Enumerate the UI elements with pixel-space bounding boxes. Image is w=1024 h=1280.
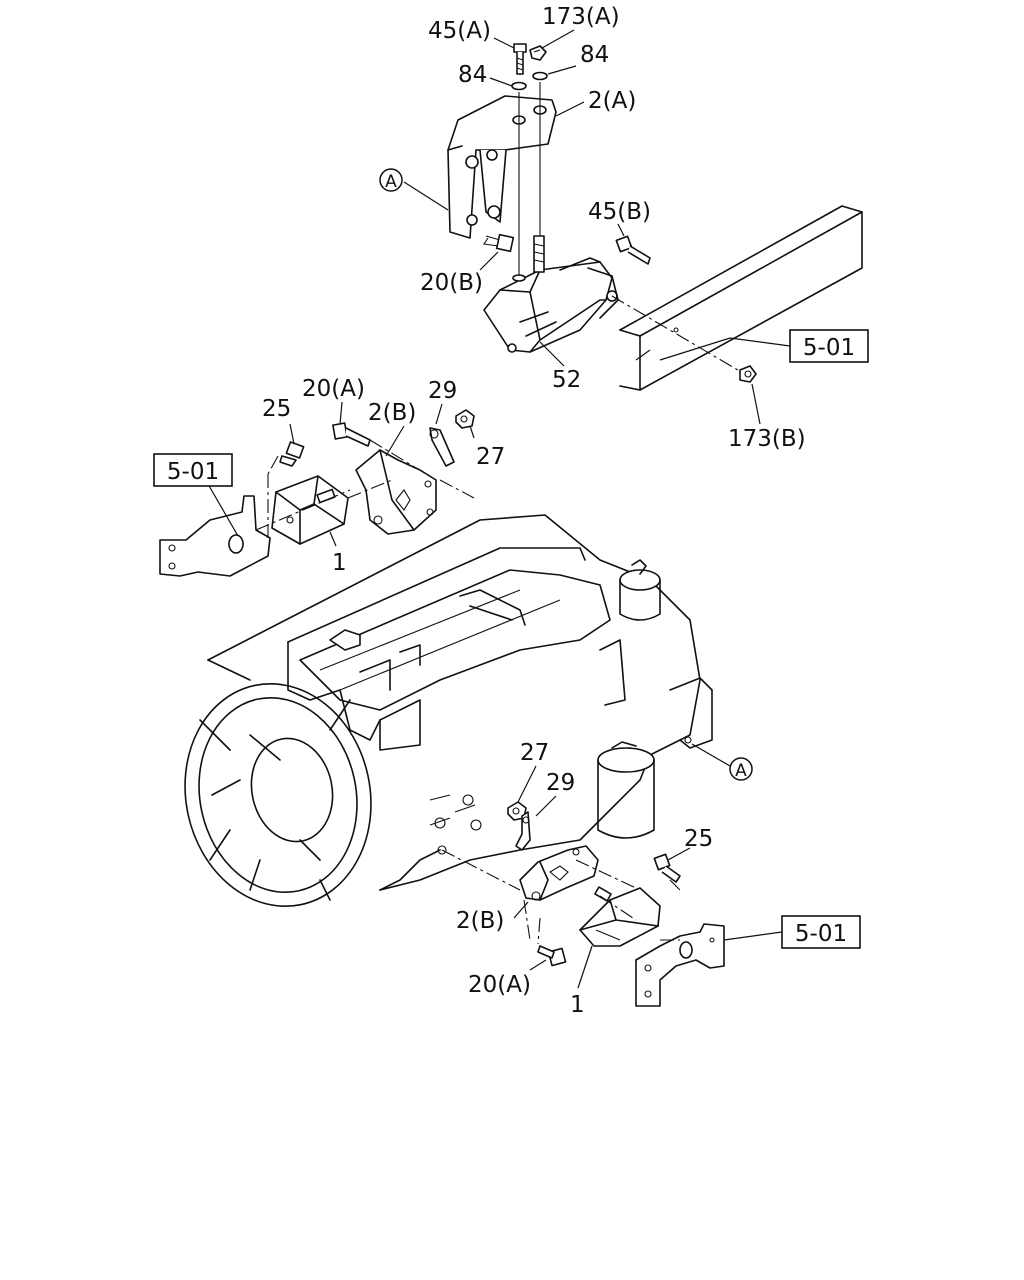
label-84-left: 84 (458, 62, 487, 88)
front-mount-right (441, 801, 725, 1007)
bolt-20b[interactable] (483, 233, 515, 253)
callout-a-lower: A (735, 761, 747, 781)
callout-labels: 45(A) 173(A) 84 84 2(A) A 45(B) 20(B) 5-… (153, 4, 869, 1018)
label-45b: 45(B) (588, 199, 651, 225)
leader-lines (207, 29, 791, 989)
label-45a: 45(A) (428, 18, 491, 44)
nut-173b[interactable] (739, 365, 757, 383)
label-173b: 173(B) (728, 426, 806, 452)
bracket-2b-left[interactable] (355, 449, 437, 535)
washer-84-right[interactable] (532, 71, 548, 81)
bolt-20a-right[interactable] (537, 945, 567, 967)
label-52: 52 (552, 367, 581, 393)
label-20b: 20(B) (420, 270, 483, 296)
fan (184, 682, 372, 908)
front-mount-left (159, 409, 475, 577)
label-1-upper: 1 (332, 550, 347, 576)
label-20a-lower: 20(A) (468, 972, 531, 998)
label-2b-upper: 2(B) (368, 400, 416, 426)
washer-29-left[interactable] (429, 427, 455, 467)
label-2a: 2(A) (588, 88, 636, 114)
ref-5-01-top[interactable]: 5-01 (803, 335, 855, 361)
bolt-25-left[interactable] (279, 441, 305, 467)
label-25-upper: 25 (262, 396, 291, 422)
ref-5-01-bottom[interactable]: 5-01 (795, 921, 847, 947)
label-20a-upper: 20(A) (302, 376, 365, 402)
mount-1-left[interactable] (271, 475, 349, 545)
label-1-lower: 1 (570, 992, 585, 1018)
frame-bracket-left (159, 495, 271, 577)
label-29-lower: 29 (546, 770, 575, 796)
fuel-filter (619, 559, 661, 621)
bolt-45a[interactable] (513, 43, 527, 75)
bolt-20a-left[interactable] (332, 422, 371, 447)
washer-84-left[interactable] (511, 81, 527, 91)
label-29-upper: 29 (428, 378, 457, 404)
engine-block (184, 514, 713, 908)
label-2b-lower: 2(B) (456, 908, 504, 934)
bolt-25-right[interactable] (653, 853, 681, 883)
label-173a: 173(A) (542, 4, 620, 30)
bracket-2b-right[interactable] (519, 845, 599, 901)
bracket-2a[interactable] (447, 95, 557, 239)
mount-1-right[interactable] (579, 886, 661, 947)
label-25-lower: 25 (684, 826, 713, 852)
washer-29-right[interactable] (515, 811, 531, 851)
callout-a-upper: A (385, 172, 397, 192)
label-84-right: 84 (580, 42, 609, 68)
upper-mount-assembly (447, 43, 863, 391)
label-27-lower: 27 (520, 740, 549, 766)
frame-rail (619, 205, 863, 391)
frame-bracket-right (635, 923, 725, 1007)
bolt-45b[interactable] (615, 235, 651, 265)
label-27-upper: 27 (476, 444, 505, 470)
mount-rubber-52[interactable] (483, 235, 619, 353)
ref-5-01-left[interactable]: 5-01 (167, 459, 219, 485)
oil-filter (597, 741, 655, 839)
nut-27-left[interactable] (455, 409, 475, 429)
nut-173a[interactable] (529, 45, 547, 61)
